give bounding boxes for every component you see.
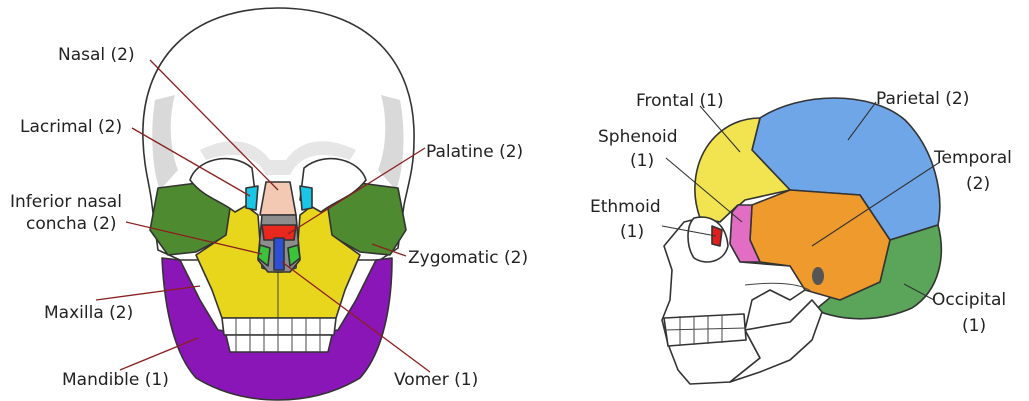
- label-sphenoid-2: (1): [630, 151, 654, 171]
- label-concha-2: concha (2): [26, 214, 117, 234]
- label-temporal-1: Temporal: [933, 148, 1012, 168]
- label-frontal: Frontal (1): [636, 91, 724, 111]
- label-temporal-2: (2): [966, 174, 990, 194]
- label-ethmoid-2: (1): [620, 222, 644, 242]
- label-nasal: Nasal (2): [58, 45, 135, 65]
- label-occipital-1: Occipital: [932, 290, 1006, 310]
- label-sphenoid-1: Sphenoid: [598, 127, 678, 147]
- label-occipital-2: (1): [962, 316, 986, 336]
- label-ethmoid-1: Ethmoid: [590, 197, 661, 217]
- label-concha-1: Inferior nasal: [10, 192, 122, 212]
- label-maxilla: Maxilla (2): [44, 303, 133, 323]
- front-nasal: [260, 182, 296, 215]
- label-mandible: Mandible (1): [62, 370, 169, 390]
- front-lower-teeth: [226, 335, 332, 352]
- front-lacrimal-left: [246, 186, 258, 210]
- label-palatine: Palatine (2): [426, 142, 523, 162]
- side-ear-canal: [812, 267, 824, 285]
- label-parietal: Parietal (2): [876, 89, 969, 109]
- front-upper-teeth: [222, 318, 336, 335]
- front-skull: [143, 8, 414, 400]
- label-lacrimal: Lacrimal (2): [20, 117, 122, 137]
- label-zygomatic: Zygomatic (2): [408, 248, 528, 268]
- front-vomer: [274, 238, 284, 270]
- label-vomer: Vomer (1): [394, 370, 478, 390]
- front-lacrimal-right: [300, 186, 312, 210]
- side-skull: [662, 98, 941, 384]
- front-teeth: [222, 318, 336, 352]
